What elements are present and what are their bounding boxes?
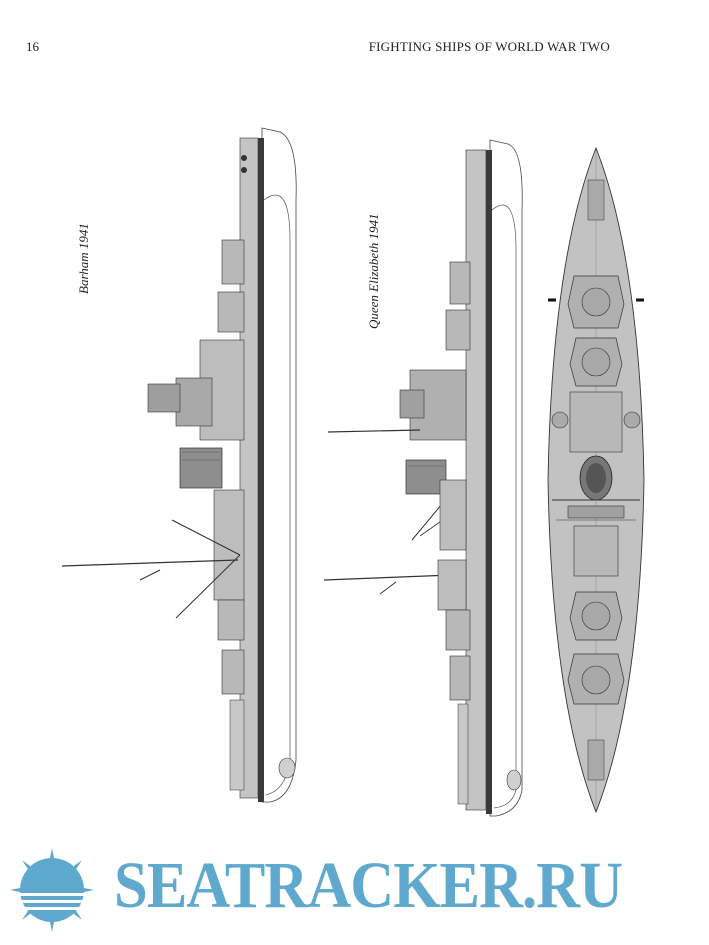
barham-profile bbox=[61, 127, 297, 803]
page-number: 16 bbox=[26, 39, 39, 54]
plan-view bbox=[547, 146, 645, 814]
watermark-logo bbox=[10, 848, 94, 932]
running-head: FIGHTING SHIPS OF WORLD WAR TWO bbox=[368, 39, 610, 54]
queen-elizabeth-profile bbox=[323, 139, 523, 817]
watermark-text: SEATRACKER.RU bbox=[114, 849, 623, 922]
